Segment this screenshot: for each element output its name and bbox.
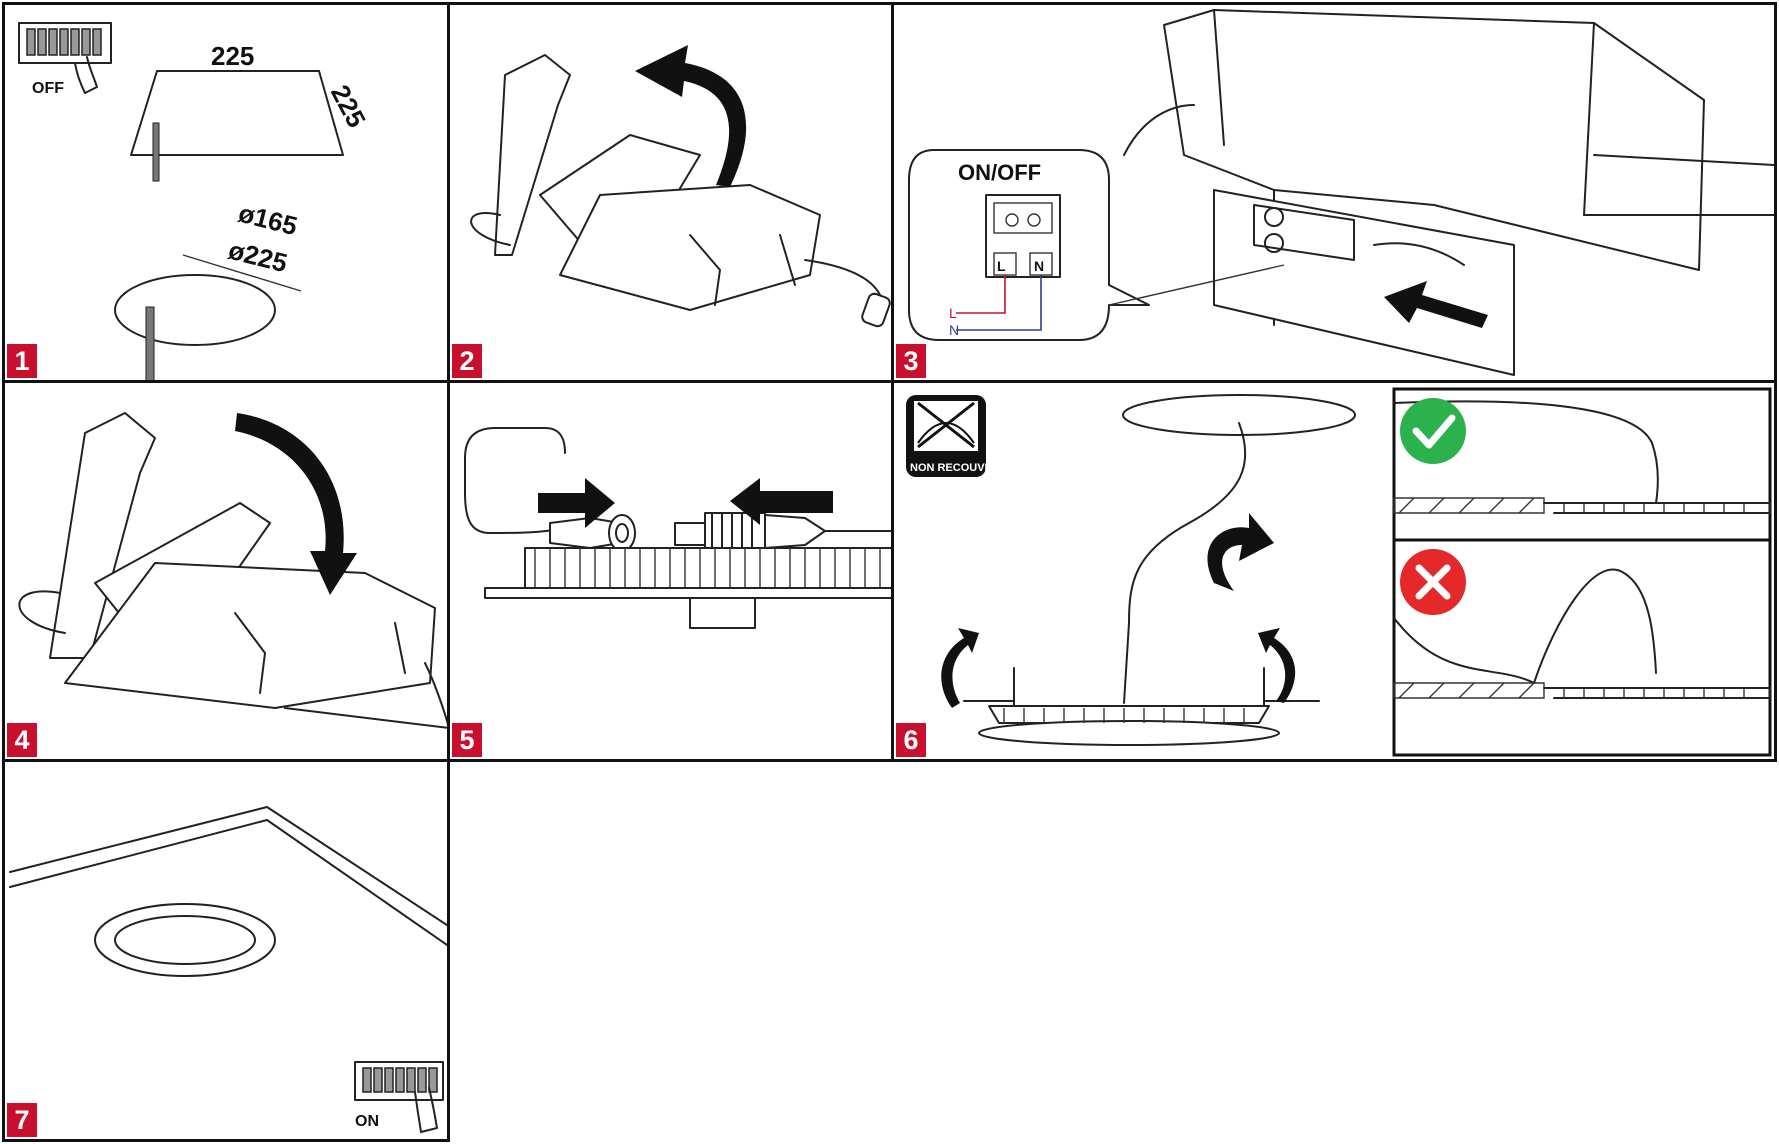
led-panel-light [963, 667, 1320, 746]
driver-box-detail [1123, 9, 1774, 376]
step-number-badge: 3 [896, 344, 926, 378]
step-5-illustration [464, 427, 891, 629]
non-recouvrable-label: NON RECOUVRABLE [910, 462, 1022, 474]
step-number-badge: 5 [452, 723, 482, 757]
breaker-on-icon [354, 1061, 444, 1133]
wire-live-label: L [949, 305, 957, 321]
step-panel-1: OFF 225 225 ø165 ø225 1 [2, 2, 450, 383]
terminal-n-label: N [1034, 258, 1044, 274]
switch-state-off: OFF [32, 80, 64, 97]
step-4-illustration [18, 412, 447, 729]
check-correct-icon [1400, 398, 1466, 464]
spring-left-arrow-icon [941, 628, 979, 708]
open-arrow-icon [635, 45, 747, 187]
switch-label: ON/OFF [958, 160, 1041, 185]
step-number-badge: 2 [452, 344, 482, 378]
step-panel-5: 5 [447, 380, 894, 762]
cut-diameter-small: ø165 [236, 198, 301, 241]
wire-neutral-label: N [949, 322, 959, 338]
push-left-arrow-icon [730, 478, 833, 525]
step-7-illustration: ON [9, 806, 447, 1133]
driver-box-open [470, 54, 891, 328]
connector-plug [464, 427, 636, 552]
spring-right-arrow-icon [1258, 628, 1296, 703]
step-1-illustration: OFF 225 225 ø165 ø225 [18, 22, 372, 380]
switch-state-on: ON [355, 1113, 379, 1130]
non-recouvrable-icon [906, 395, 986, 477]
step-number-badge: 6 [896, 723, 926, 757]
breaker-off-icon [18, 22, 112, 94]
cut-depth-label: 225 [325, 80, 372, 132]
led-panel-edge [484, 547, 891, 629]
step-panel-2: 2 [447, 2, 894, 383]
terminal-callout [908, 149, 1285, 341]
close-arrow-icon [235, 413, 357, 595]
insert-arrow-icon [1384, 281, 1488, 328]
cut-square [130, 70, 344, 182]
step-number-badge: 7 [7, 1103, 37, 1137]
ceiling-installed [9, 806, 447, 977]
step-number-badge: 1 [7, 344, 37, 378]
driver-box-closing [18, 412, 447, 729]
step-3-illustration: ON/OFF L N L N [908, 9, 1774, 376]
rotate-arrow-icon [1207, 513, 1274, 591]
hanging-cable [1123, 422, 1247, 704]
step-panel-6: NON RECOUVRABLE [891, 380, 1777, 762]
step-panel-7: ON 7 [2, 759, 450, 1142]
step-panel-3: ON/OFF L N L N 3 [891, 2, 1777, 383]
step-panel-4: 4 [2, 380, 450, 762]
cut-circle [114, 254, 302, 380]
step-2-illustration [470, 45, 891, 328]
connector-socket [674, 512, 891, 550]
step-6-illustration: NON RECOUVRABLE [906, 387, 1772, 757]
push-right-arrow-icon [538, 478, 615, 528]
cut-width-label: 225 [211, 41, 254, 71]
terminal-l-label: L [997, 258, 1006, 274]
ceiling-hole [1122, 394, 1356, 436]
step-number-badge: 4 [7, 723, 37, 757]
cross-wrong-icon [1400, 549, 1466, 615]
